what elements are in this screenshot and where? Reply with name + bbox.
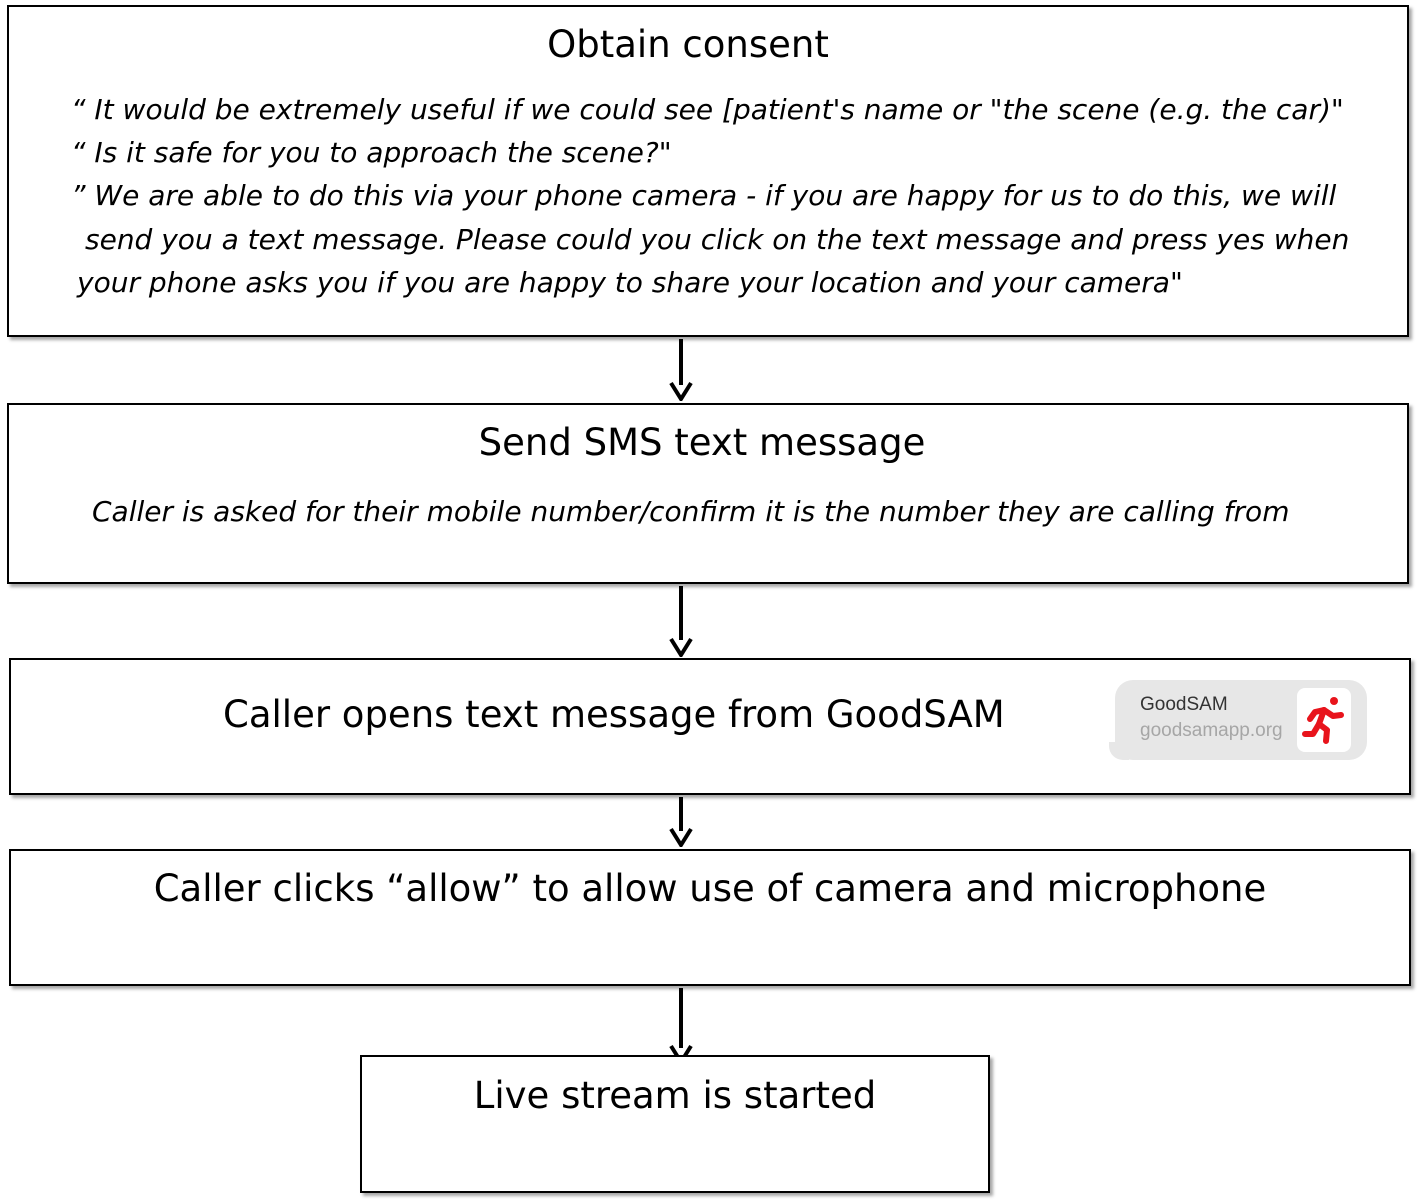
step-live-stream-box: Live stream is started bbox=[360, 1055, 990, 1193]
running-person-icon bbox=[1302, 697, 1344, 744]
step-caller-allows-box: Caller clicks “allow” to allow use of ca… bbox=[9, 849, 1411, 986]
consent-quote-line-2: “ Is it safe for you to approach the sce… bbox=[71, 136, 672, 169]
arrow-head-icon bbox=[669, 381, 693, 401]
consent-quote-line-1: “ It would be extremely useful if we cou… bbox=[71, 93, 1344, 126]
step-title: Live stream is started bbox=[473, 1074, 877, 1117]
goodsam-logo bbox=[1297, 688, 1351, 752]
step-title: Obtain consent bbox=[547, 23, 829, 66]
step-obtain-consent-box: Obtain consent “ It would be extremely u… bbox=[7, 5, 1409, 337]
consent-quote-line-3: ” We are able to do this via your phone … bbox=[71, 179, 1337, 212]
arrow-head-icon bbox=[669, 827, 693, 847]
step-send-sms-box: Send SMS text message Caller is asked fo… bbox=[7, 403, 1409, 584]
bubble-tail bbox=[1109, 742, 1129, 760]
sms-instruction-line: Caller is asked for their mobile number/… bbox=[92, 495, 1290, 528]
sms-sender-url: goodsamapp.org bbox=[1140, 720, 1283, 741]
sms-sender-name: GoodSAM bbox=[1140, 694, 1228, 715]
consent-quote-line-5: your phone asks you if you are happy to … bbox=[77, 266, 1183, 299]
step-title: Caller opens text message from GoodSAM bbox=[223, 693, 1005, 736]
goodsam-sms-sender-card: GoodSAM goodsamapp.org bbox=[1109, 680, 1367, 760]
step-title: Caller clicks “allow” to allow use of ca… bbox=[153, 867, 1267, 910]
step-title: Send SMS text message bbox=[478, 421, 926, 464]
arrow-head-icon bbox=[669, 637, 693, 657]
consent-quote-line-4: send you a text message. Please could yo… bbox=[85, 223, 1350, 256]
